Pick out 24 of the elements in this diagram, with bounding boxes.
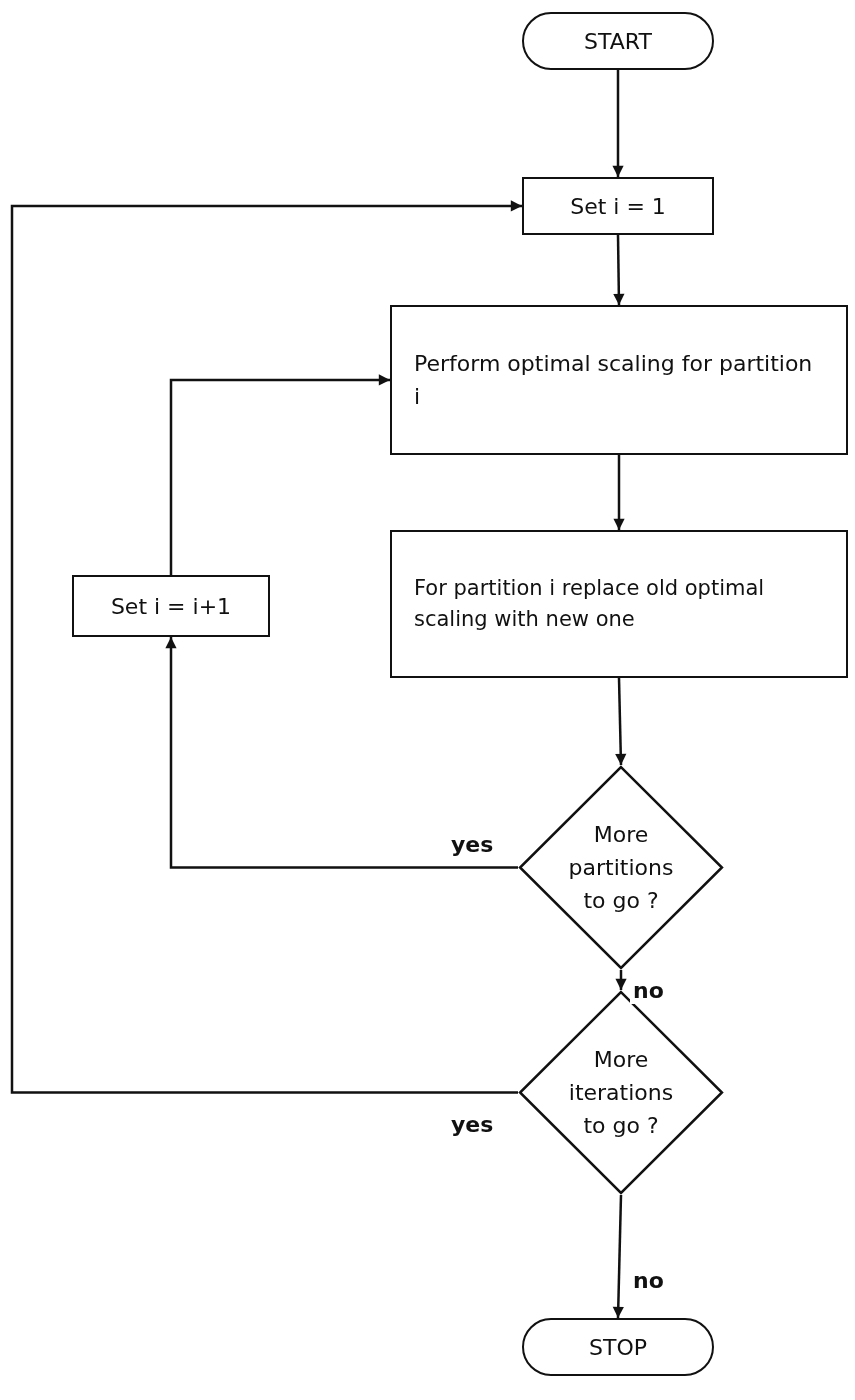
node-text: Perform optimal scaling for partition i [414,350,814,411]
arrow [10,200,522,1094]
node-text: STOP [589,1333,647,1362]
process-box [72,575,270,637]
node-text: For partition i replace old optimal scaling with new one [414,574,766,633]
node-text: Set i = 1 [570,192,666,221]
terminal-pill [522,12,714,70]
node-text: More iterations to go ? [567,1046,675,1140]
process-box [390,530,848,678]
arrow [615,970,627,990]
decision-diamond [518,765,724,970]
terminal-pill [522,1318,714,1376]
arrow [615,677,627,766]
node-text: START [584,27,652,56]
node-text: More partitions to go ? [567,821,675,915]
process-box [390,305,848,455]
node-text: Set i = i+1 [110,592,232,621]
arrow [613,455,625,530]
arrow [612,70,624,177]
process-box [522,177,714,235]
arrow [613,235,625,305]
arrow [169,374,390,575]
arrow [165,637,518,869]
arrow [612,1194,624,1319]
